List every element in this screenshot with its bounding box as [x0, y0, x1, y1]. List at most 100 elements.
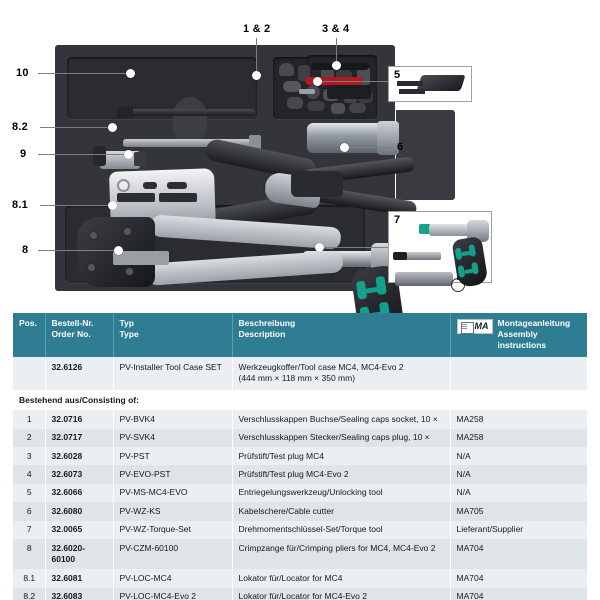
tool-test-plug-body: [327, 85, 371, 99]
cell-ma: N/A: [450, 465, 587, 484]
column-header-ma-de: Montageanleitung: [497, 318, 571, 328]
cell-pos: 8: [13, 539, 46, 570]
manual-abbr: MA: [474, 321, 489, 331]
cell-ma: MA705: [450, 502, 587, 521]
column-header-order-no: Bestell-Nr. Order No.: [45, 313, 114, 357]
cell-section-label: Bestehend aus/Consisting of:: [13, 389, 587, 411]
callout-leader-1-2: [256, 38, 257, 72]
spec-table-head: Pos. Bestell-Nr. Order No. Typ Type Besc…: [13, 313, 587, 357]
cell-set-description-line1: Werkzeugkoffer/Tool case MC4, MC4-Evo 2: [238, 361, 404, 372]
tool-stripping-pliers-mark-b: [167, 182, 187, 189]
inset-7-sleeve: [395, 272, 453, 286]
cell-description: Lokator für/Locator for MC4-Evo 2: [232, 587, 451, 600]
table-row-set: 32.6126 PV-Installer Tool Case SET Werkz…: [13, 356, 587, 390]
tool-case-diagram: 1 & 2 3 & 4 10 8.2 9 8.1 8 6: [12, 23, 492, 342]
inset-panel-7: 7: [388, 211, 492, 292]
cell-ma: MA704: [450, 587, 587, 600]
table-header-row: Pos. Bestell-Nr. Order No. Typ Type Besc…: [13, 313, 587, 357]
callout-dot-6: [340, 143, 349, 152]
cell-description: Kabelschere/Cable cutter: [232, 502, 451, 521]
column-header-type-de: Typ: [119, 318, 134, 328]
inset-7-number: 7: [394, 214, 401, 226]
inset-5-number: 5: [394, 69, 401, 81]
cell-type: PV-PST: [113, 447, 233, 466]
cell-type: PV-EVO-PST: [113, 465, 233, 484]
cell-type: PV-LOC-MC4: [113, 569, 233, 588]
cell-ma: MA704: [450, 569, 587, 588]
column-header-description-en: Description: [238, 329, 286, 340]
callout-label-10: 10: [16, 67, 29, 79]
cell-ma: MA704: [450, 539, 587, 570]
callout-label-1-2: 1 & 2: [243, 23, 271, 35]
cell-pos: 7: [13, 520, 46, 540]
recess-assembly-wrenches: [67, 57, 257, 119]
cell-ma: N/A: [450, 447, 587, 466]
cell-ma: Lieferant/Supplier: [450, 520, 587, 540]
cell-description: Verschlusskappen Stecker/Sealing caps pl…: [232, 428, 451, 447]
cell-type: PV-SVK4: [113, 428, 233, 447]
column-header-order-no-en: Order No.: [51, 329, 91, 340]
column-header-order-no-de: Bestell-Nr.: [51, 318, 94, 328]
column-header-pos: Pos.: [13, 313, 46, 357]
callout-dot-8-1: [108, 201, 117, 210]
callout-label-6: 6: [397, 141, 404, 153]
cell-order-no: 32.6081: [45, 569, 114, 588]
cell-description: Prüfstift/Test plug MC4: [232, 447, 451, 466]
callout-leader-9: [38, 154, 126, 155]
inset-7-bit-holder: [393, 252, 407, 260]
cell-pos: 8.2: [13, 587, 46, 600]
cell-set-pos: [13, 356, 46, 390]
cell-order-no: 32.6080: [45, 502, 114, 521]
inset-5-unlocking-tool-prong-a: [397, 81, 423, 86]
callout-label-8: 8: [22, 244, 29, 256]
cell-pos: 5: [13, 483, 46, 503]
cell-set-description-line2: (444 mm × 118 mm × 350 mm): [238, 373, 356, 384]
cell-order-no: 32.6028: [45, 447, 114, 466]
cell-description: Crimpzange für/Crimping pliers for MC4, …: [232, 539, 451, 570]
cell-pos: 3: [13, 447, 46, 466]
cell-type: PV-MS-MC4-EVO: [113, 483, 233, 503]
manual-book-icon: MA: [456, 319, 493, 334]
column-header-ma-en: Assembly instructions: [497, 329, 547, 351]
column-header-assembly-instructions: MA Montageanleitung Assembly instruction…: [450, 313, 587, 357]
cell-set-description: Werkzeugkoffer/Tool case MC4, MC4-Evo 2 …: [232, 356, 451, 390]
tool-stripping-pliers-blade-a: [117, 193, 155, 202]
cell-description: Prüfstift/Test plug MC4-Evo 2: [232, 465, 451, 484]
cell-pos: 2: [13, 428, 46, 447]
cell-order-no: 32.6066: [45, 483, 114, 503]
cell-order-no: 32.0717: [45, 428, 114, 447]
cell-ma: N/A: [450, 483, 587, 503]
tool-spanner-hub: [173, 97, 207, 145]
cell-type: PV-WZ-Torque-Set: [113, 520, 233, 540]
cell-order-no: 32.6020-60100: [45, 539, 114, 570]
cell-ma: MA258: [450, 428, 587, 447]
callout-leader-8-2: [40, 127, 110, 128]
cell-description: Entriegelungswerkzeug/Unlocking tool: [232, 483, 451, 503]
cell-pos: 4: [13, 465, 46, 484]
tool-stripping-pliers-dial: [117, 179, 130, 192]
callout-dot-7: [315, 243, 324, 252]
callout-dot-9: [124, 150, 133, 159]
cell-order-no: 32.6073: [45, 465, 114, 484]
column-header-description-de: Beschreibung: [238, 318, 296, 328]
callout-leader-5: [322, 81, 388, 82]
callout-leader-8: [38, 250, 116, 251]
callout-leader-7: [324, 247, 388, 248]
cell-type: PV-BVK4: [113, 410, 233, 429]
tool-stripping-pliers-blade-b: [159, 193, 197, 202]
manual-book-glyph: [460, 321, 474, 334]
spec-table-container: Pos. Bestell-Nr. Order No. Typ Type Besc…: [13, 313, 587, 600]
callout-label-9: 9: [20, 148, 27, 160]
cell-set-type: PV-Installer Tool Case SET: [113, 356, 233, 390]
cell-pos: 8.1: [13, 569, 46, 588]
inset-7-green-collar: [419, 224, 431, 234]
